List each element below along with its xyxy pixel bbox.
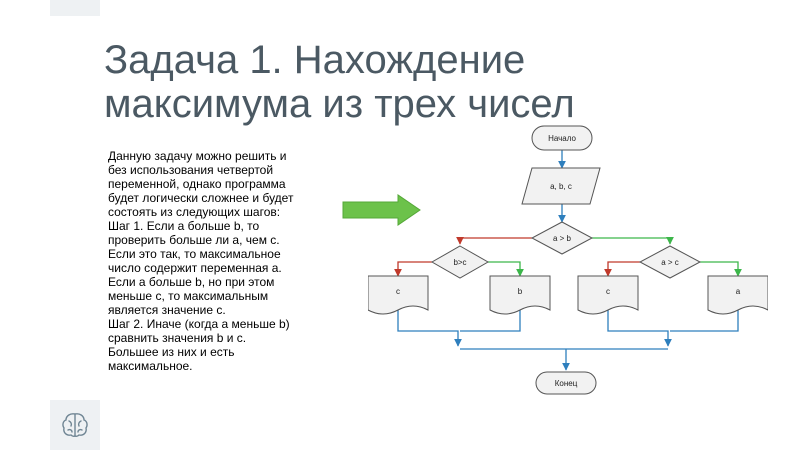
input-label: a, b, c xyxy=(550,182,572,191)
title-line-2: максимума из трех чисел xyxy=(104,82,575,126)
line-left-false xyxy=(394,261,432,277)
decision-right-label: a > c xyxy=(661,258,679,267)
output-doc-1 xyxy=(368,275,429,315)
output-4-label: a xyxy=(736,287,741,296)
output-1-label: c xyxy=(396,287,400,296)
description-text: Данную задачу можно решить и без использ… xyxy=(108,149,323,373)
text-line: Данную задачу можно решить и xyxy=(108,149,287,163)
output-doc-4 xyxy=(707,275,768,315)
line-out1-merge xyxy=(397,310,462,347)
flowchart-diagram: Начало a, b, c a > b b>c a > c c b c a К… xyxy=(368,125,768,395)
output-2-label: b xyxy=(518,287,523,296)
text-line: переменной, однако программа xyxy=(108,177,286,191)
line-out2-merge xyxy=(460,310,521,332)
line-main-true xyxy=(592,236,674,245)
output-doc-3 xyxy=(577,275,639,315)
text-line: состоять из следующих шагов: xyxy=(108,205,281,219)
end-terminator xyxy=(535,371,597,395)
text-line: меньше c, то максимальным xyxy=(108,289,269,303)
text-line: Большее из них и есть xyxy=(108,345,235,359)
decision-left-label: b>c xyxy=(453,258,466,267)
text-line: Если a больше b, но при этом xyxy=(108,275,275,289)
text-line: является значение c. xyxy=(108,303,226,317)
right-arrow-icon xyxy=(342,194,421,226)
line-out3-merge xyxy=(607,310,672,347)
decision-main xyxy=(530,221,594,255)
decision-right xyxy=(638,245,702,279)
page-title: Задача 1. Нахождение максимума из трех ч… xyxy=(104,38,764,126)
line-right-false xyxy=(604,261,640,277)
brain-icon xyxy=(62,413,88,437)
output-doc-2 xyxy=(489,275,551,315)
end-label: Конец xyxy=(555,379,578,388)
line-left-true xyxy=(488,261,524,277)
start-label: Начало xyxy=(548,134,576,143)
decision-main-label: a > b xyxy=(553,234,572,243)
text-line: максимальное. xyxy=(108,359,193,373)
text-line: будет логически сложнее и будет xyxy=(108,191,294,205)
line-right-true xyxy=(700,261,742,277)
text-line: Шаг 1. Если a больше b, то xyxy=(108,219,260,233)
text-line: сравнить значения b и c. xyxy=(108,331,247,345)
decision-left xyxy=(430,245,490,279)
line-out4-merge xyxy=(670,310,739,332)
output-3-label: c xyxy=(606,287,610,296)
line-main-false xyxy=(456,236,532,245)
start-terminator xyxy=(531,125,593,151)
title-line-1: Задача 1. Нахождение xyxy=(104,38,526,82)
text-line: число содержит переменная a. xyxy=(108,261,282,275)
connector-lines xyxy=(394,150,742,371)
text-line: без использования четвертой xyxy=(108,163,274,177)
text-line: Шаг 2. Иначе (когда a меньше b) xyxy=(108,317,290,331)
text-line: Если это так, то максимальное xyxy=(108,247,281,261)
corner-tab xyxy=(50,0,100,16)
input-parallelogram xyxy=(521,167,601,205)
text-line: проверить больше ли a, чем c. xyxy=(108,233,280,247)
logo xyxy=(50,400,100,450)
